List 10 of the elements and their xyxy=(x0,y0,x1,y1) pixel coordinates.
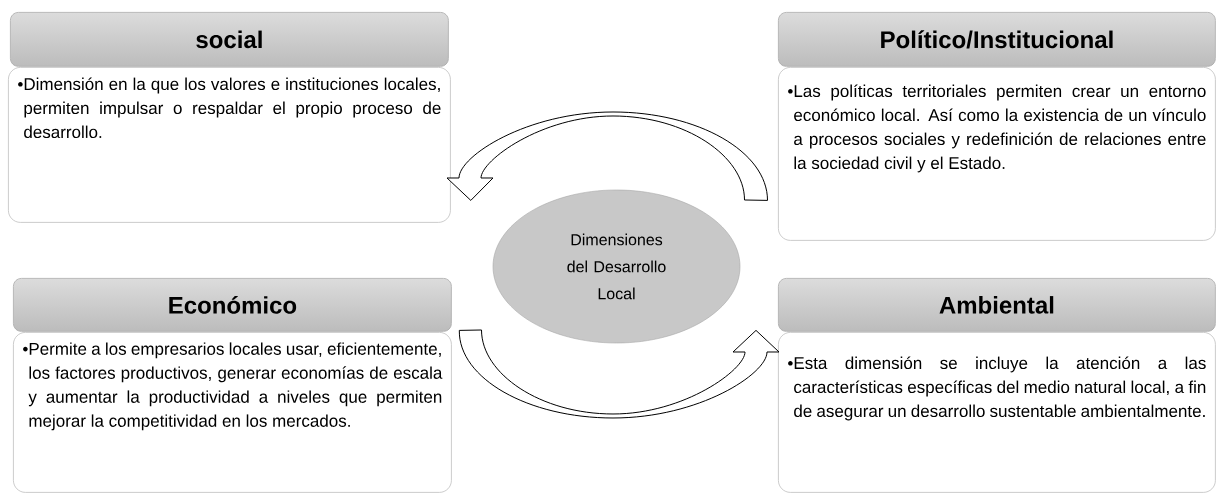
header-band: social xyxy=(10,12,449,67)
curved-arrow xyxy=(446,111,768,201)
text-box: •Permite a los empresarios locales usar, eficientemente, los factores productivos, generar economías de escala y aumentar la productividad a niveles que permiten mejorar la competitividad en los mercados. xyxy=(13,332,452,493)
header-band: Económico xyxy=(13,278,452,332)
header-band: Ambiental xyxy=(778,278,1216,332)
header-band: Político/Institucional xyxy=(778,12,1216,67)
curved-arrow xyxy=(458,329,780,419)
text-box: •Las políticas territoriales permiten crear un entorno económico local. Así como la existencia de un vínculo a procesos sociales y redefinición de relaciones entre la sociedad civil y el Estado. xyxy=(778,67,1216,241)
text-box: •Dimensión en la que los valores e instituciones locales, permiten impulsar o respaldar el propio proceso de desarrollo. xyxy=(8,67,451,223)
text-box: •Esta dimensión se incluye la atención a las características específicas del medio natural local, a fin de asegurar un desarrollo sustentable ambientalmente. xyxy=(778,332,1216,493)
